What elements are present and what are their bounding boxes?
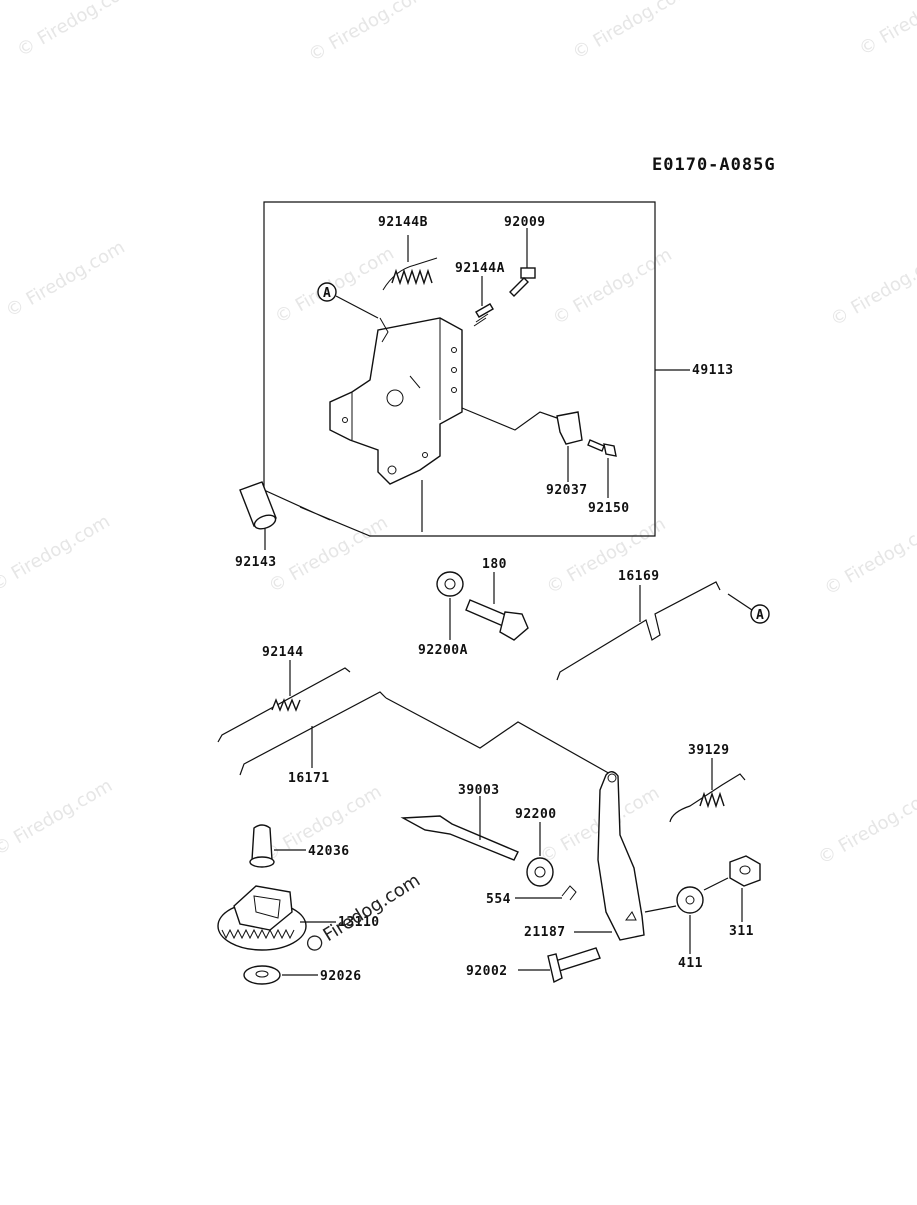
- part-label: 49113: [692, 363, 734, 378]
- part-label: 92200: [515, 807, 557, 822]
- bracket-assembly-frame: [263, 201, 690, 537]
- callout-label: A: [756, 608, 764, 623]
- part-label: 16169: [618, 569, 660, 584]
- watermark-text: © Firedog.com: [821, 515, 917, 600]
- part-label: 411: [678, 956, 703, 971]
- watermark-text: © Firedog.com: [305, 0, 431, 66]
- washer-92026: [243, 965, 318, 985]
- part-label: 39003: [458, 783, 500, 798]
- watermark-text: © Firedog.com: [0, 511, 114, 596]
- part-label: 16171: [288, 771, 330, 786]
- part-label: 92144B: [378, 215, 428, 230]
- watermark-text: © Firedog.com: [549, 244, 675, 329]
- watermark-text: © Firedog.com: [569, 0, 695, 64]
- callout-label: A: [323, 286, 331, 301]
- watermark-text: © Firedog.com: [13, 0, 139, 61]
- part-label: 92009: [504, 215, 546, 230]
- spring-92144: [217, 660, 351, 743]
- lever-21187: [574, 771, 645, 941]
- pin-42036: [249, 824, 306, 868]
- callout-a-top: [317, 282, 379, 319]
- part-label: 92144: [262, 645, 304, 660]
- shaft-39003: [400, 796, 519, 861]
- clip-92037: [461, 407, 583, 482]
- part-label: 13110: [338, 915, 380, 930]
- watermark-text: © Firedog.com: [543, 513, 669, 598]
- part-label: 92143: [235, 555, 277, 570]
- part-label: 554: [486, 892, 511, 907]
- bolt-92002: [518, 947, 601, 984]
- washer-92200a: [421, 480, 464, 640]
- part-label: 311: [729, 924, 754, 939]
- callout-a-right: [727, 593, 770, 624]
- bolt-92150: [587, 439, 617, 498]
- collar-92143: [239, 481, 277, 550]
- part-label: 42036: [308, 844, 350, 859]
- watermark-text: © Firedog.com: [271, 243, 397, 328]
- part-label: 180: [482, 557, 507, 572]
- spring-92144b: [382, 235, 438, 291]
- spring-39129: [669, 758, 746, 823]
- part-label: 92002: [466, 964, 508, 979]
- part-label: 92026: [320, 969, 362, 984]
- gear-13110: [217, 885, 336, 951]
- center-watermark: Firedog.com: [306, 870, 425, 951]
- diagram-code: E0170-A085G: [652, 155, 776, 175]
- part-label: 92150: [588, 501, 630, 516]
- watermark-text: © Firedog.com: [856, 0, 917, 60]
- watermark-text: © Firedog.com: [2, 237, 128, 322]
- screw-92144a: [473, 276, 494, 327]
- part-label: 92200A: [418, 643, 468, 658]
- governor-plate-49113: [329, 317, 463, 485]
- nut-311: [703, 855, 761, 922]
- part-label: 39129: [688, 743, 730, 758]
- washer-411: [644, 886, 704, 954]
- bolt-92009: [509, 228, 536, 297]
- rod-16169: [556, 581, 721, 681]
- watermark-text: © Firedog.com: [0, 775, 116, 860]
- part-label: 92144A: [455, 261, 505, 276]
- link-16171: [239, 691, 613, 776]
- watermark-text: © Firedog.com: [814, 784, 917, 869]
- clip-554: [515, 885, 577, 901]
- part-label: 21187: [524, 925, 566, 940]
- washer-92200: [526, 822, 554, 887]
- part-label: 92037: [546, 483, 588, 498]
- watermark-text: © Firedog.com: [265, 512, 391, 597]
- bolt-180: [465, 572, 529, 641]
- watermark-text: © Firedog.com: [827, 245, 917, 330]
- center-watermark-text: Firedog.com: [320, 870, 425, 946]
